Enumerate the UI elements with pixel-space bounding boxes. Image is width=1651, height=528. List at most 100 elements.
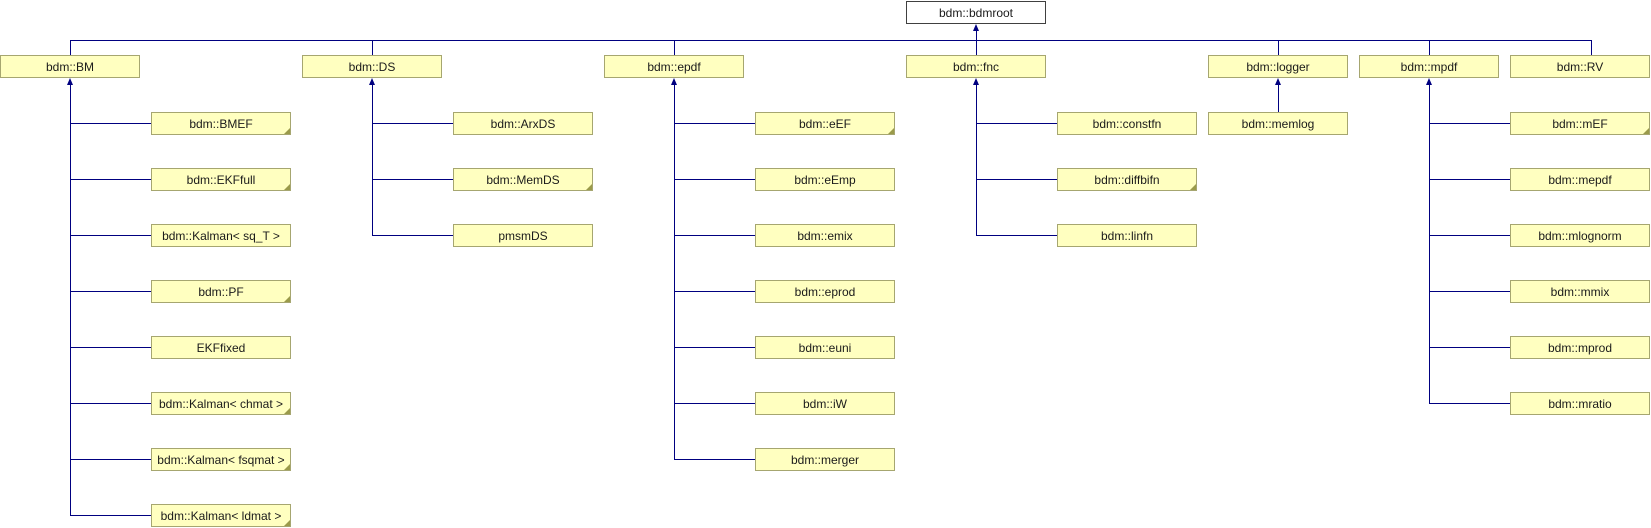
edge-bdm-logger-stem	[1278, 85, 1279, 112]
class-node-ekffixed[interactable]: EKFfixed	[151, 336, 291, 359]
node-label: bdm::Kalman< chmat >	[158, 396, 284, 411]
class-node-bdm-emix[interactable]: bdm::emix	[755, 224, 895, 247]
edge-bdm-bm-ekffixed	[70, 347, 151, 348]
class-node-bdm-kalman-fsqmat[interactable]: bdm::Kalman< fsqmat >	[151, 448, 291, 471]
edge-bdm-fnc-stem	[976, 85, 977, 236]
class-node-bdm-mlognorm[interactable]: bdm::mlognorm	[1510, 224, 1650, 247]
node-label: bdm::mprod	[1547, 340, 1613, 355]
inheritance-arrow-bdm-ds	[369, 78, 375, 85]
edge-bdm-fnc-bdm-constfn	[976, 123, 1057, 124]
node-label: bdm::EKFfull	[186, 172, 256, 187]
node-label: bdm::eprod	[794, 284, 856, 299]
node-label: bdm::eEmp	[794, 172, 856, 187]
node-label: bdm::ArxDS	[490, 116, 556, 131]
node-label: bdm::DS	[348, 59, 396, 74]
edge-bdm-ds-stem	[372, 85, 373, 236]
node-label: bdm::mEF	[1552, 116, 1608, 131]
node-label: bdm::mpdf	[1400, 59, 1458, 74]
class-node-bdm-ekffull[interactable]: bdm::EKFfull	[151, 168, 291, 191]
node-label: bdm::constfn	[1092, 116, 1162, 131]
node-label: bdm::BM	[45, 59, 94, 74]
node-label: bdm::Kalman< ldmat >	[160, 508, 282, 523]
edge-bdm-fnc-bdm-linfn	[976, 235, 1057, 236]
class-node-bdm-kalman-ldmat[interactable]: bdm::Kalman< ldmat >	[151, 504, 291, 527]
class-node-bdm-ds[interactable]: bdm::DS	[302, 55, 442, 78]
class-node-bdm-eprod[interactable]: bdm::eprod	[755, 280, 895, 303]
edge-bdm-mpdf-bdm-mepdf	[1429, 179, 1510, 180]
edge-bdm-mpdf-bdm-mef	[1429, 123, 1510, 124]
node-label: bdm::memlog	[1241, 116, 1315, 131]
class-node-bdm-bdmroot[interactable]: bdm::bdmroot	[906, 1, 1046, 24]
class-node-bdm-mepdf[interactable]: bdm::mepdf	[1510, 168, 1650, 191]
edge-bdm-mpdf-bdm-mprod	[1429, 347, 1510, 348]
node-label: bdm::fnc	[952, 59, 1000, 74]
class-node-bdm-logger[interactable]: bdm::logger	[1208, 55, 1348, 78]
node-label: bdm::mratio	[1548, 396, 1612, 411]
edge-bdm-epdf-stem	[674, 85, 675, 460]
class-node-pmsmds[interactable]: pmsmDS	[453, 224, 593, 247]
class-node-bdm-mprod[interactable]: bdm::mprod	[1510, 336, 1650, 359]
edge-bus-bdm-ds	[372, 40, 373, 55]
fold-corner-icon	[284, 408, 290, 414]
class-node-bdm-mpdf[interactable]: bdm::mpdf	[1359, 55, 1499, 78]
class-node-bdm-iw[interactable]: bdm::iW	[755, 392, 895, 415]
edge-bdm-mpdf-bdm-mmix	[1429, 291, 1510, 292]
edge-bdm-epdf-bdm-emix	[674, 235, 755, 236]
class-node-bdm-constfn[interactable]: bdm::constfn	[1057, 112, 1197, 135]
inheritance-arrow-bdm-bm	[67, 78, 73, 85]
edge-bus-bdm-mpdf	[1429, 40, 1430, 55]
node-label: bdm::eEF	[798, 116, 852, 131]
node-label: bdm::diffbifn	[1094, 172, 1160, 187]
class-node-bdm-euni[interactable]: bdm::euni	[755, 336, 895, 359]
edge-bus-bdm-rv	[1591, 40, 1592, 55]
fold-corner-icon	[1643, 128, 1649, 134]
edge-bdm-bm-bdm-pf	[70, 291, 151, 292]
class-node-bdm-eef[interactable]: bdm::eEF	[755, 112, 895, 135]
node-label: bdm::mepdf	[1548, 172, 1612, 187]
node-label: bdm::Kalman< sq_T >	[162, 228, 280, 243]
node-label: bdm::MemDS	[486, 172, 560, 187]
class-node-bdm-arxds[interactable]: bdm::ArxDS	[453, 112, 593, 135]
edge-bdm-epdf-bdm-eef	[674, 123, 755, 124]
node-label: bdm::Kalman< fsqmat >	[157, 452, 285, 467]
edge-bdm-mpdf-bdm-mlognorm	[1429, 235, 1510, 236]
node-label: bdm::RV	[1556, 59, 1604, 74]
node-label: bdm::linfn	[1100, 228, 1154, 243]
class-node-bdm-linfn[interactable]: bdm::linfn	[1057, 224, 1197, 247]
edge-root-bus	[70, 40, 1591, 41]
fold-corner-icon	[586, 184, 592, 190]
edge-bdm-epdf-bdm-euni	[674, 347, 755, 348]
class-node-bdm-merger[interactable]: bdm::merger	[755, 448, 895, 471]
class-node-bdm-diffbifn[interactable]: bdm::diffbifn	[1057, 168, 1197, 191]
class-node-bdm-mratio[interactable]: bdm::mratio	[1510, 392, 1650, 415]
class-node-bdm-rv[interactable]: bdm::RV	[1510, 55, 1650, 78]
class-node-bdm-kalman-chmat[interactable]: bdm::Kalman< chmat >	[151, 392, 291, 415]
class-node-bdm-epdf[interactable]: bdm::epdf	[604, 55, 744, 78]
node-label: bdm::euni	[798, 340, 852, 355]
class-node-bdm-eemp[interactable]: bdm::eEmp	[755, 168, 895, 191]
class-node-bdm-bm[interactable]: bdm::BM	[0, 55, 140, 78]
class-node-bdm-memds[interactable]: bdm::MemDS	[453, 168, 593, 191]
node-label: bdm::epdf	[647, 59, 701, 74]
edge-bdm-bm-bdm-kalman-ldmat	[70, 515, 151, 516]
fold-corner-icon	[284, 520, 290, 526]
class-node-bdm-kalman-sq-t[interactable]: bdm::Kalman< sq_T >	[151, 224, 291, 247]
fold-corner-icon	[284, 128, 290, 134]
edge-bdm-fnc-bdm-diffbifn	[976, 179, 1057, 180]
fold-corner-icon	[284, 184, 290, 190]
fold-corner-icon	[1190, 184, 1196, 190]
edge-bus-bdm-fnc	[976, 40, 977, 55]
class-node-bdm-memlog[interactable]: bdm::memlog	[1208, 112, 1348, 135]
edge-bdm-bm-bdm-kalman-chmat	[70, 403, 151, 404]
class-node-bdm-mef[interactable]: bdm::mEF	[1510, 112, 1650, 135]
node-label: EKFfixed	[196, 340, 246, 355]
edge-bdm-bm-bdm-ekffull	[70, 179, 151, 180]
edge-bdm-epdf-bdm-merger	[674, 459, 755, 460]
class-node-bdm-bmef[interactable]: bdm::BMEF	[151, 112, 291, 135]
edge-bus-bdm-epdf	[674, 40, 675, 55]
node-label: bdm::BMEF	[189, 116, 253, 131]
class-node-bdm-fnc[interactable]: bdm::fnc	[906, 55, 1046, 78]
class-node-bdm-mmix[interactable]: bdm::mmix	[1510, 280, 1650, 303]
class-node-bdm-pf[interactable]: bdm::PF	[151, 280, 291, 303]
edge-bdm-bm-stem	[70, 85, 71, 516]
